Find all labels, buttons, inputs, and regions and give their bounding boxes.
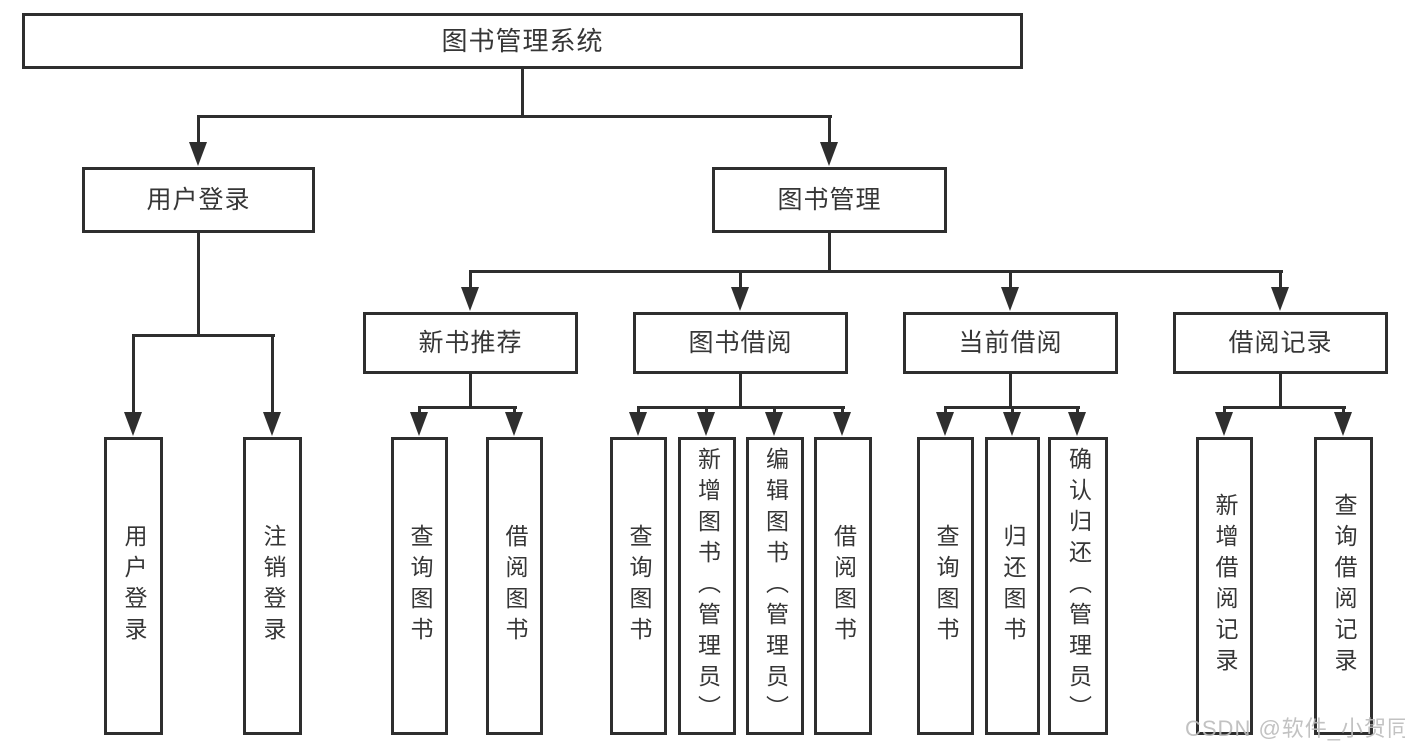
node-label: 新增借阅记录 (1212, 493, 1238, 679)
node-new-book-recommend: 新书推荐 (363, 312, 578, 374)
node-label: 用户登录 (146, 185, 251, 214)
connector-line (521, 69, 524, 117)
node-label: 图书借阅 (688, 328, 793, 357)
arrowhead-down-icon (505, 412, 523, 436)
node-label: 查询图书 (933, 524, 959, 648)
node-label: 用户登录 (121, 524, 147, 648)
node-leaf-bb-edit-books-admin: 编辑图书（管理员） (746, 437, 804, 735)
connector-line (1279, 270, 1282, 292)
arrowhead-down-icon (1003, 412, 1021, 436)
node-label: 查询图书 (407, 524, 433, 648)
connector-line (418, 406, 517, 409)
node-label: 查询借阅记录 (1331, 493, 1357, 679)
connector-line (271, 334, 274, 416)
connector-line (469, 270, 1283, 273)
node-book-management: 图书管理 (712, 167, 947, 233)
arrowhead-down-icon (263, 412, 281, 436)
node-label: 图书管理系统 (441, 26, 604, 56)
node-leaf-cb-query-books: 查询图书 (917, 437, 974, 735)
node-leaf-nbr-query-books: 查询图书 (391, 437, 448, 735)
arrowhead-down-icon (124, 412, 142, 436)
node-leaf-br-add-borrow-record: 新增借阅记录 (1196, 437, 1253, 735)
connector-line (1223, 406, 1346, 409)
node-borrowing-records: 借阅记录 (1173, 312, 1388, 374)
node-system-root: 图书管理系统 (22, 13, 1023, 69)
node-book-borrowing: 图书借阅 (633, 312, 848, 374)
node-leaf-br-query-borrow-record: 查询借阅记录 (1314, 437, 1373, 735)
arrowhead-down-icon (1334, 412, 1352, 436)
connector-line (739, 270, 742, 292)
node-leaf-logout: 注销登录 (243, 437, 302, 735)
arrowhead-down-icon (629, 412, 647, 436)
node-leaf-cb-confirm-return-admin: 确认归还（管理员） (1048, 437, 1108, 735)
node-label: 确认归还（管理员） (1065, 446, 1092, 726)
arrowhead-down-icon (1271, 287, 1289, 311)
node-current-borrowing: 当前借阅 (903, 312, 1118, 374)
watermark-text: CSDN @软件_小贺同学 (1185, 716, 1405, 741)
connector-line (132, 334, 135, 416)
node-leaf-user-login: 用户登录 (104, 437, 163, 735)
connector-line (132, 334, 275, 337)
node-label: 借阅记录 (1228, 328, 1333, 357)
node-label: 注销登录 (260, 524, 286, 648)
arrowhead-down-icon (697, 412, 715, 436)
connector-line (197, 233, 200, 337)
node-label: 借阅图书 (830, 524, 857, 648)
connector-line (197, 115, 832, 118)
node-label: 编辑图书（管理员） (762, 446, 789, 726)
node-label: 归还图书 (1000, 524, 1026, 648)
node-label: 借阅图书 (502, 524, 528, 648)
connector-line (739, 374, 742, 409)
node-leaf-bb-borrow-books: 借阅图书 (814, 437, 872, 735)
node-leaf-bb-query-books: 查询图书 (610, 437, 667, 735)
node-label: 新增图书（管理员） (694, 446, 721, 726)
connector-line (197, 115, 200, 147)
arrowhead-down-icon (833, 412, 851, 436)
arrowhead-down-icon (765, 412, 783, 436)
connector-line (637, 406, 845, 409)
connector-line (828, 233, 831, 273)
arrowhead-down-icon (1215, 412, 1233, 436)
connector-line (828, 115, 831, 147)
arrowhead-down-icon (936, 412, 954, 436)
arrowhead-down-icon (189, 142, 207, 166)
connector-line (469, 270, 472, 292)
connector-line (1009, 374, 1012, 409)
node-label: 新书推荐 (418, 328, 523, 357)
arrowhead-down-icon (461, 287, 479, 311)
node-leaf-nbr-borrow-books: 借阅图书 (486, 437, 543, 735)
arrowhead-down-icon (731, 287, 749, 311)
arrowhead-down-icon (820, 142, 838, 166)
connector-line (1279, 374, 1282, 409)
node-leaf-bb-add-books-admin: 新增图书（管理员） (678, 437, 736, 735)
connector-line (469, 374, 472, 409)
arrowhead-down-icon (410, 412, 428, 436)
connector-line (1009, 270, 1012, 292)
node-user-login: 用户登录 (82, 167, 315, 233)
node-label: 查询图书 (626, 524, 652, 648)
arrowhead-down-icon (1068, 412, 1086, 436)
arrowhead-down-icon (1001, 287, 1019, 311)
node-leaf-cb-return-books: 归还图书 (985, 437, 1040, 735)
node-label: 图书管理 (777, 185, 882, 214)
node-label: 当前借阅 (958, 328, 1063, 357)
